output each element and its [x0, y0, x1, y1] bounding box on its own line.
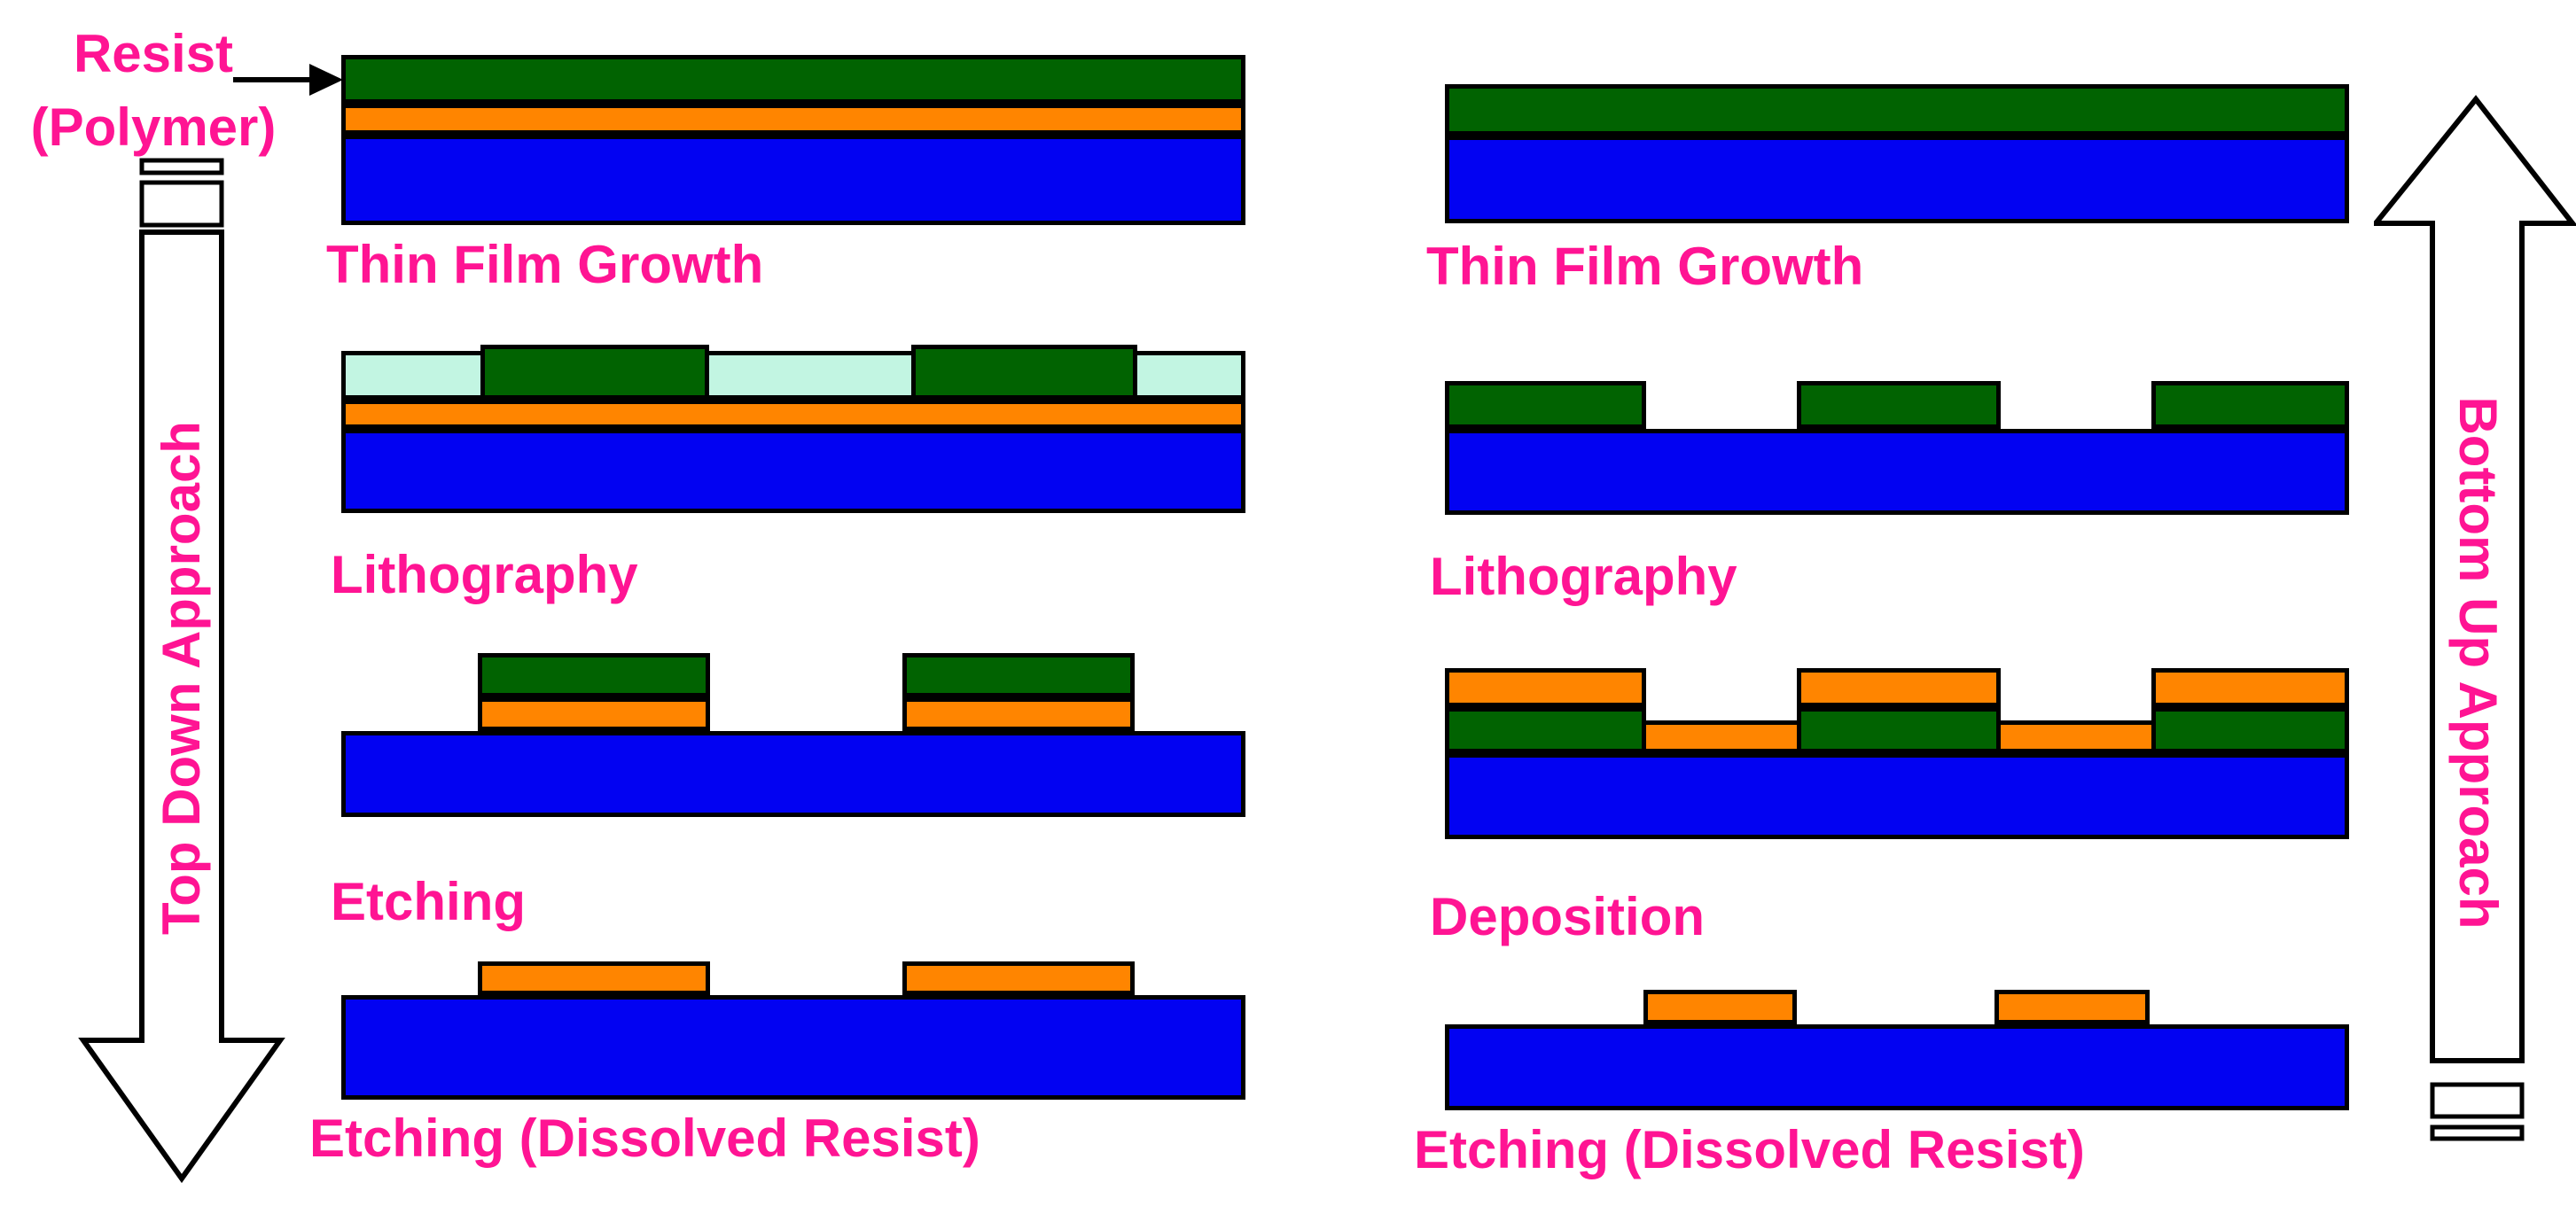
layer-blue [341, 995, 1245, 1100]
bottom-up-arrow-icon [2374, 95, 2576, 1141]
resist-annotation: Resist (Polymer) [7, 18, 300, 165]
layer-blue [1445, 429, 2349, 515]
layer-green [1445, 707, 1646, 753]
layer-green [341, 55, 1245, 104]
layer-blue [341, 135, 1245, 225]
layer-orange [1643, 990, 1797, 1024]
resist-annotation-line1: Resist [73, 24, 234, 83]
layer-green [1797, 707, 2001, 753]
left-step-thin-film-growth-panel [341, 55, 1245, 225]
right-label-thin-film-growth: Thin Film Growth [1426, 237, 1864, 296]
layer-green [478, 653, 710, 697]
layer-green [902, 653, 1135, 697]
layer-blue [341, 731, 1245, 817]
layer-orange [1445, 668, 1646, 707]
layer-orange [341, 104, 1245, 135]
layer-green [1797, 381, 2001, 429]
right-step-deposition-panel [1445, 668, 2349, 839]
layer-green [1445, 381, 1646, 429]
left-label-thin-film-growth: Thin Film Growth [326, 235, 764, 294]
layer-blue [1445, 1024, 2349, 1110]
layer-orange [478, 697, 710, 731]
bottom-up-approach-label: Bottom Up Approach [2448, 396, 2508, 930]
left-label-etching: Etching [331, 872, 526, 931]
left-label-etching-dissolved-resist: Etching (Dissolved Resist) [309, 1109, 980, 1168]
layer-orange [902, 961, 1135, 995]
layer-green [2151, 707, 2349, 753]
layer-orange [341, 400, 1245, 429]
left-step-etching-panel [341, 653, 1245, 817]
resist-annotation-line2: (Polymer) [30, 97, 277, 157]
layer-orange [1994, 990, 2150, 1024]
right-step-etching-dissolved-panel [1445, 990, 2349, 1110]
layer-orange [2151, 668, 2349, 707]
layer-orange [478, 961, 710, 995]
layer-blue [341, 429, 1245, 513]
right-step-thin-film-growth-panel [1445, 84, 2349, 223]
right-label-etching-dissolved-resist: Etching (Dissolved Resist) [1414, 1120, 2085, 1179]
left-label-lithography: Lithography [331, 545, 638, 604]
layer-orange [1996, 720, 2156, 753]
layer-orange [1642, 720, 1801, 753]
resist-pointer-line [233, 77, 313, 82]
top-down-arrow-icon [78, 158, 285, 1184]
left-step-etching-dissolved-panel [341, 961, 1245, 1100]
right-step-lithography-panel [1445, 381, 2349, 515]
layer-orange [902, 697, 1135, 731]
resist-pointer-arrow-icon [309, 64, 343, 96]
right-label-deposition: Deposition [1430, 887, 1705, 946]
layer-cyan [341, 351, 485, 400]
right-label-lithography: Lithography [1430, 547, 1737, 606]
layer-cyan [1133, 351, 1245, 400]
top-down-approach-label: Top Down Approach [152, 421, 211, 935]
layer-green [480, 345, 709, 400]
layer-blue [1445, 136, 2349, 223]
layer-blue [1445, 753, 2349, 839]
left-step-lithography-panel [341, 345, 1245, 513]
layer-cyan [705, 351, 916, 400]
layer-green [2151, 381, 2349, 429]
layer-orange [1797, 668, 2001, 707]
layer-green [911, 345, 1137, 400]
layer-green [1445, 84, 2349, 136]
